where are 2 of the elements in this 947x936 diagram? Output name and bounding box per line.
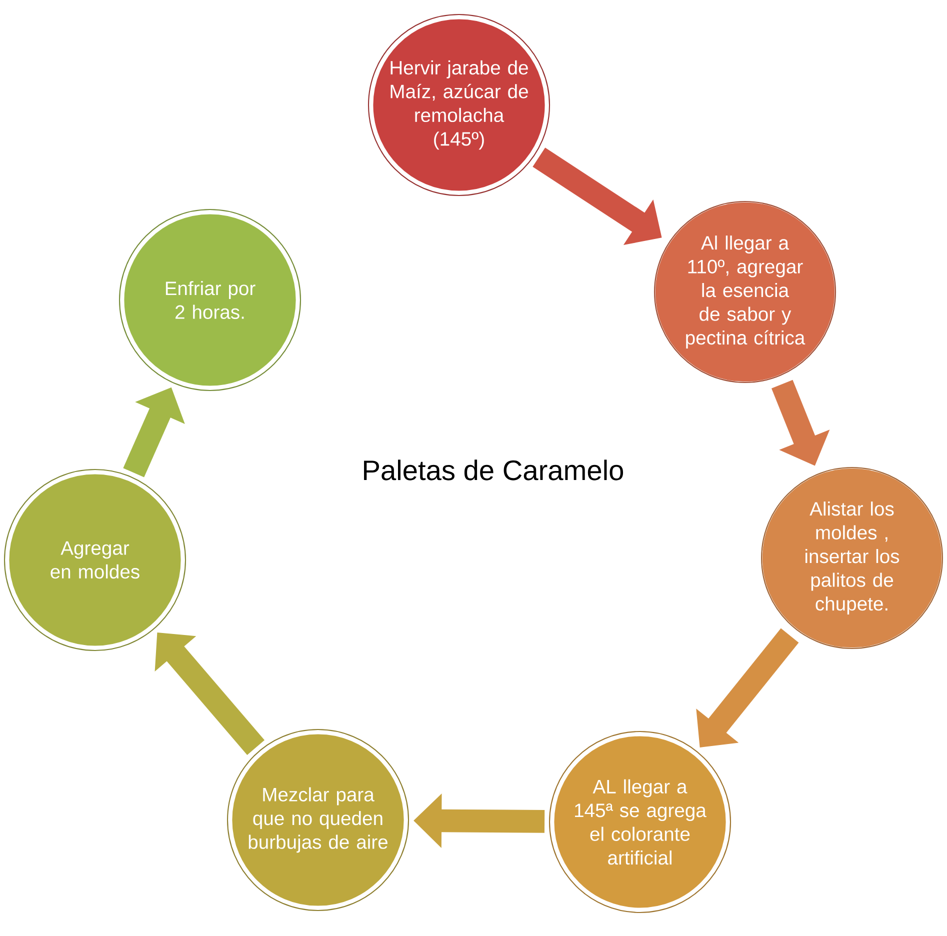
block-arrow <box>154 632 265 755</box>
center-label: Paletas de Caramelo <box>364 460 624 480</box>
